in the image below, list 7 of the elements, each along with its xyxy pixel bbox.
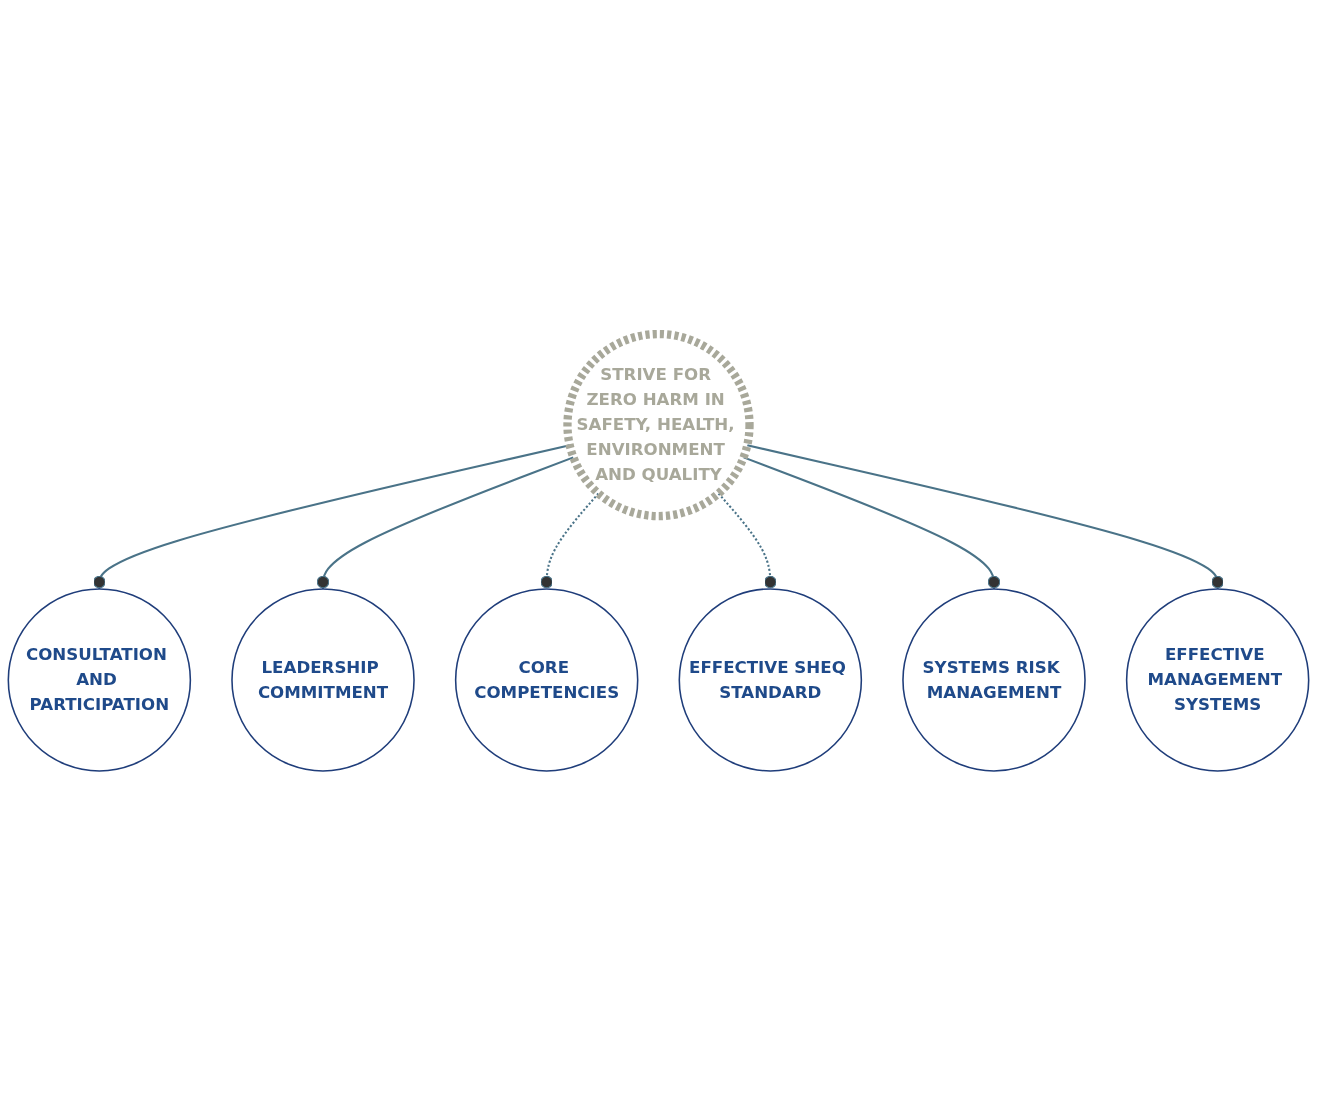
node-circle: SYSTEMS RISK MANAGEMENT: [902, 588, 1086, 772]
node-circle: STRIVE FOR ZERO HARM IN SAFETY, HEALTH, ENVIRONMENT AND QUALITY: [563, 329, 754, 521]
node-circle: EFFECTIVE MANAGEMENT SYSTEMS: [1125, 588, 1310, 772]
node-circle: EFFECTIVE SHEQ STANDARD: [678, 588, 863, 772]
node-circle: CONSULTATION AND PARTICIPATION: [7, 588, 192, 772]
node-circle: LEADERSHIP COMMITMENT: [231, 588, 415, 772]
node-circle: CORE COMPETENCIES: [454, 588, 639, 772]
